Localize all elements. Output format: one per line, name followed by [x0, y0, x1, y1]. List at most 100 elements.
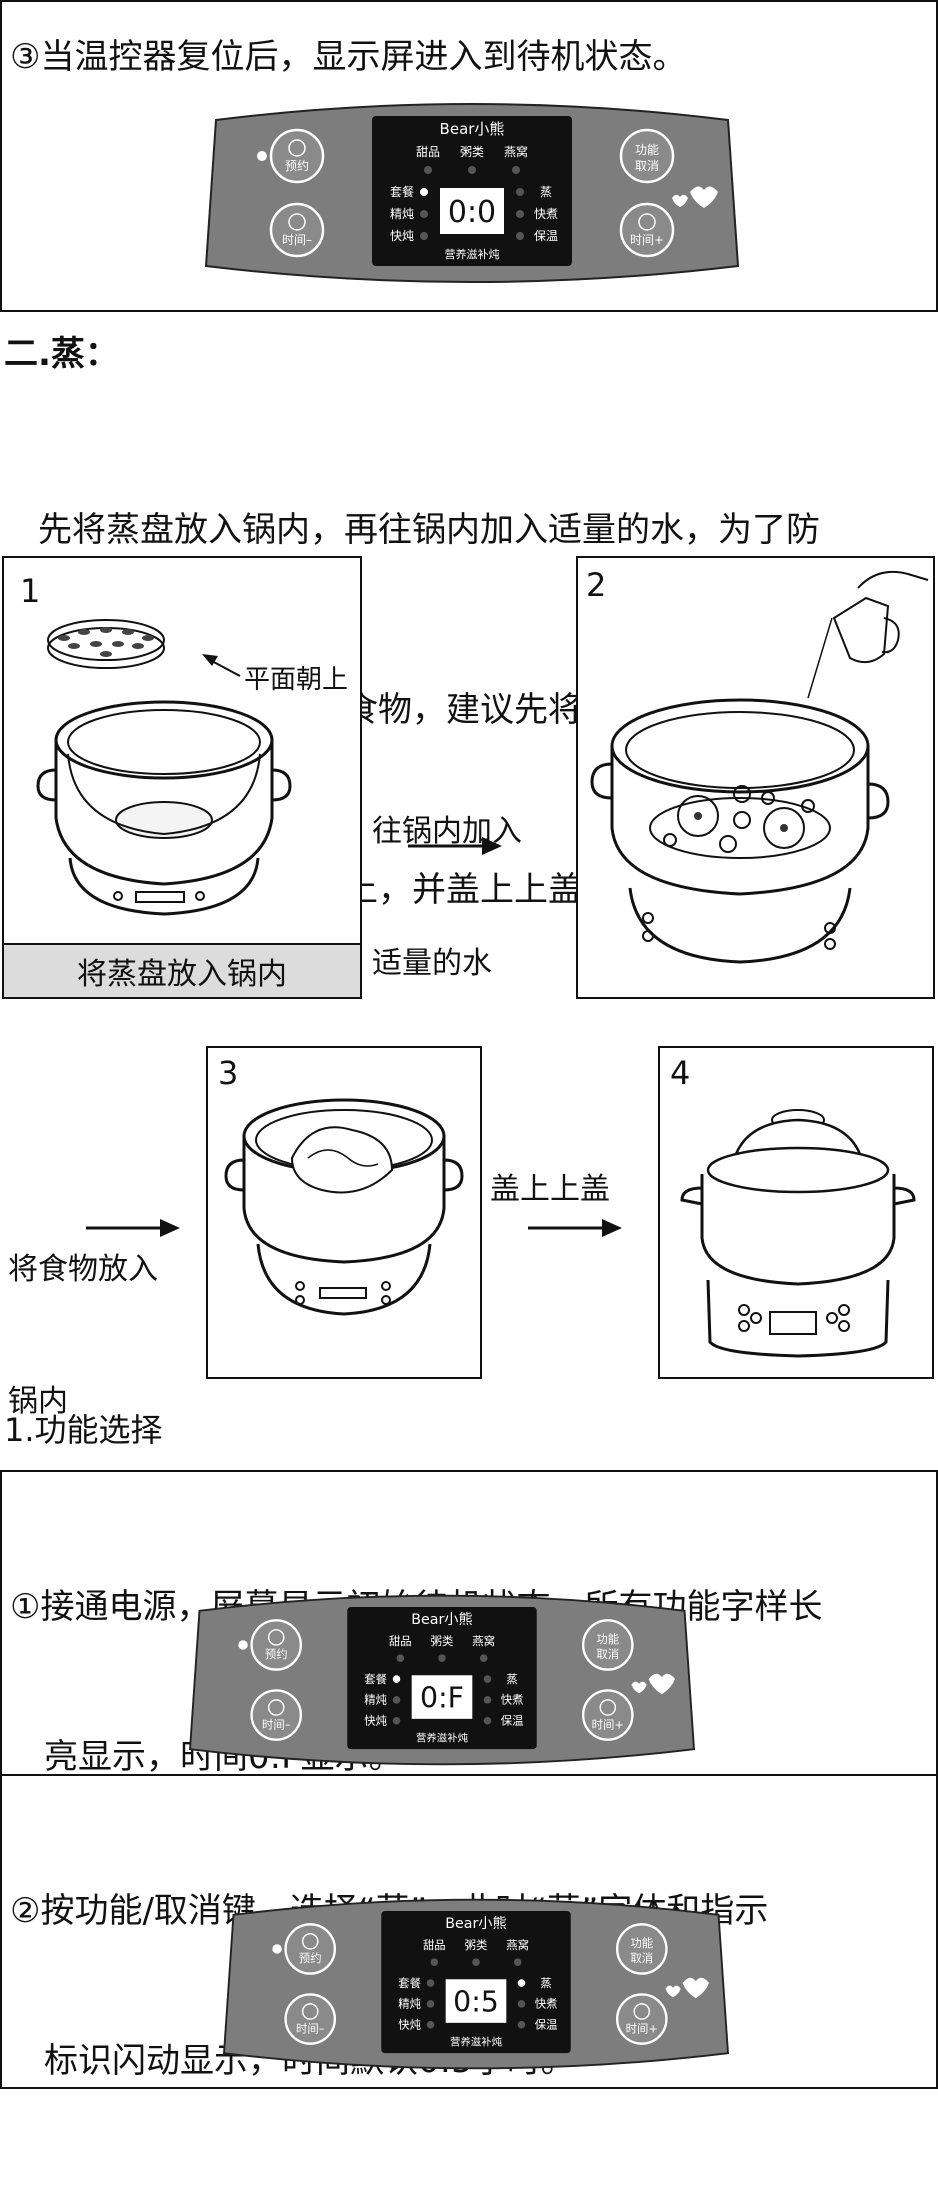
- subsection-title: 1.功能选择: [4, 1411, 163, 1449]
- standby-step-text: ③当温控器复位后，显示屏进入到待机状态。: [10, 37, 687, 77]
- arrow-1-icon: [408, 837, 502, 855]
- arrow-2-label: 将食物放入 锅内: [8, 1160, 158, 1468]
- mode-indicator: [483, 1716, 492, 1725]
- mode-indicator: [468, 166, 476, 174]
- step-1-box: ①接通电源，屏幕显示初始待机状态，所有功能字样长 亮显示，时间0:F显示。 Be…: [0, 1470, 938, 1777]
- arrow-2-icon: [86, 1219, 180, 1237]
- reserve-button[interactable]: 预约: [250, 1619, 303, 1671]
- mode-label-right: 快煮: [535, 1997, 558, 2011]
- clock-icon: [633, 2003, 651, 2020]
- mode-indicator: [420, 232, 428, 240]
- button-label: 预约: [285, 158, 309, 173]
- button-label: 预约: [265, 1647, 288, 1661]
- pour-water-illustration: [590, 570, 929, 964]
- standby-step-box: ③当温控器复位后，显示屏进入到待机状态。 Bear小熊甜品粥类燕窝套餐精炖快炖蒸…: [0, 0, 938, 312]
- arrow-2-line: 将食物放入: [8, 1252, 158, 1287]
- clock-icon: [638, 213, 656, 231]
- mode-indicator: [396, 1654, 405, 1662]
- mode-indicator: [426, 1979, 435, 1987]
- time-minus-button[interactable]: 时间–: [284, 1993, 337, 2045]
- heart-icon: [648, 1673, 676, 1695]
- mode-label-top: 粥类: [460, 145, 484, 159]
- lidded-pot-illustration: [680, 1109, 916, 1358]
- time-plus-button[interactable]: 时间+: [619, 202, 675, 258]
- mode-label-left: 套餐: [364, 1672, 387, 1686]
- figure-1-caption: 将蒸盘放入锅内: [4, 943, 360, 997]
- mode-indicator: [517, 1979, 526, 1987]
- time-minus-button[interactable]: 时间–: [250, 1689, 303, 1741]
- mode-indicator: [430, 1958, 439, 1966]
- mode-label-right: 快煮: [534, 207, 558, 221]
- brand-logo: Bear小熊: [445, 1915, 506, 1932]
- time-display: [445, 1979, 507, 2023]
- hand-icon: [288, 139, 306, 157]
- mode-indicator: [479, 1654, 488, 1662]
- control-panel-graphic: Bear小熊甜品粥类燕窝套餐精炖快炖蒸快煮保温0:5营养滋补炖预约时间–功能取消…: [222, 1898, 730, 2070]
- steam-tray-and-pot-illustration: [36, 619, 292, 916]
- mode-indicator: [420, 188, 428, 196]
- reserve-button[interactable]: 预约: [269, 128, 325, 184]
- mode-label-right: 蒸: [506, 1672, 517, 1686]
- mode-indicator: [483, 1696, 492, 1704]
- time-display-value: 0:5: [453, 1985, 499, 2018]
- mode-indicator: [516, 232, 524, 240]
- control-panel-graphic: Bear小熊甜品粥类燕窝套餐精炖快炖蒸快煮保温0:0营养滋补炖预约时间–功能取消…: [204, 103, 740, 283]
- mode-label-left: 精炖: [398, 1997, 421, 2011]
- mode-indicator: [516, 188, 524, 196]
- step-2-box: ②按功能/取消键，选择“蒸”，此时“蒸”字体和指示 标识闪动显示，时间默认0:5…: [0, 1774, 938, 2089]
- mode-indicator: [392, 1675, 401, 1683]
- arrow-1-line: 适量的水: [372, 946, 492, 981]
- figure-number: 1: [20, 572, 41, 610]
- mode-label-top: 粥类: [465, 1938, 488, 1952]
- mode-label-top: 燕窝: [506, 1938, 529, 1952]
- button-label: 时间–: [282, 233, 312, 247]
- figure-1: 1 平面朝上 将蒸盘放入锅内: [2, 556, 362, 999]
- mode-indicator: [426, 2000, 435, 2008]
- figure-4: 4: [658, 1046, 934, 1379]
- panel-tagline: 营养滋补炖: [416, 1732, 469, 1745]
- button-label: 预约: [299, 1951, 322, 1965]
- panel-tagline: 营养滋补炖: [445, 247, 500, 261]
- section-title: 二.蒸：: [4, 334, 119, 374]
- time-plus-button[interactable]: 时间+: [581, 1689, 634, 1741]
- mode-indicator: [392, 1716, 401, 1725]
- mode-label-top: 甜品: [389, 1634, 412, 1648]
- mode-indicator: [392, 1696, 401, 1704]
- figure-number: 3: [218, 1054, 239, 1092]
- paragraph-line: 先将蒸盘放入锅内，再往锅内加入适量的水，为了防: [4, 510, 820, 550]
- mode-label-right: 保温: [501, 1714, 524, 1728]
- mode-label-top: 燕窝: [472, 1634, 495, 1648]
- mode-indicator: [512, 166, 520, 174]
- mode-label-left: 快炖: [364, 1714, 387, 1728]
- mode-label-right: 保温: [535, 2018, 558, 2032]
- mode-indicator: [513, 1958, 522, 1966]
- time-minus-button[interactable]: 时间–: [269, 202, 325, 258]
- figure-number: 2: [586, 566, 607, 604]
- reserve-button[interactable]: 预约: [284, 1923, 337, 1975]
- tray-callout-label: 平面朝上: [244, 665, 349, 695]
- arrow-3-label: 盖上上盖: [490, 1172, 610, 1207]
- arrow-1-label: 往锅内加入 适量的水: [372, 722, 522, 1030]
- mode-label-left: 套餐: [390, 184, 414, 199]
- arrow-2-line: 锅内: [8, 1384, 68, 1419]
- mode-indicator: [438, 1654, 446, 1662]
- brand-logo: Bear小熊: [440, 120, 505, 138]
- mode-label-top: 燕窝: [504, 144, 528, 159]
- heart-icon: [682, 1977, 710, 1999]
- panel-tagline: 营养滋补炖: [450, 2036, 503, 2049]
- time-plus-button[interactable]: 时间+: [615, 1993, 668, 2045]
- mode-indicator: [517, 2000, 526, 2008]
- clock-icon: [267, 1699, 285, 1716]
- heart-icon: [672, 194, 688, 207]
- clock-icon: [599, 1699, 617, 1716]
- arrow-1-line: 往锅内加入: [372, 814, 522, 849]
- button-label: 时间–: [262, 1717, 291, 1731]
- reserve-indicator: [238, 1640, 248, 1650]
- mode-label-top: 甜品: [416, 145, 440, 159]
